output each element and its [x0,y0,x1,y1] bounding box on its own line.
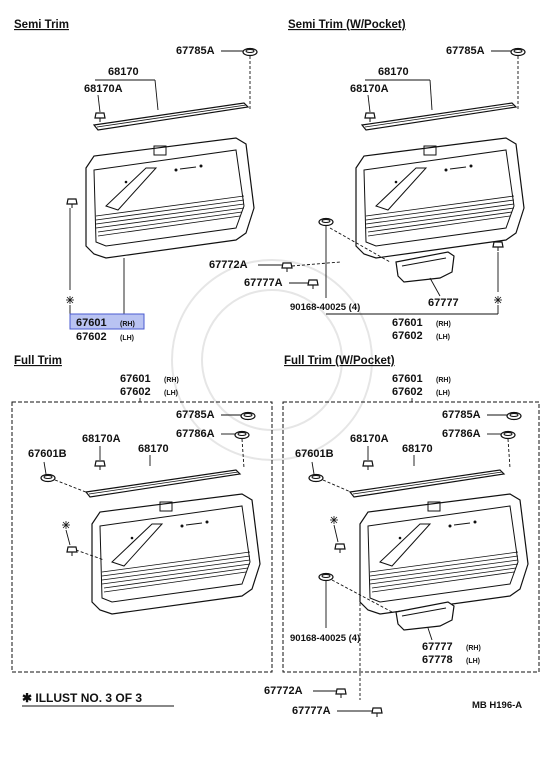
clip-67785A-full [240,411,256,421]
fastener-67772A-full [335,688,347,699]
door-panel-semi [85,137,255,259]
diagram-code: MB H196-A [472,700,522,711]
clip-semi-lower [66,198,78,209]
label-rh-semi: (RH) [120,321,135,328]
label-67777-semi: 67777 [428,297,459,309]
label-rh-fullp: (RH) [436,377,451,384]
full-trim-box [11,401,273,673]
clip-67601B-fullp [308,473,324,483]
label-68170-p: 68170 [378,66,409,78]
label-67772A: 67772A [209,259,248,271]
label-67785A-full: 67785A [176,409,215,421]
moulding-68170 [93,102,249,131]
section-title-semi-trim-pocket: Semi Trim (W/Pocket) [288,19,406,31]
clip-67786A-full [234,430,250,440]
section-title-full-trim-pocket: Full Trim (W/Pocket) [284,355,395,367]
door-panel-semi-pocket [355,137,525,259]
label-67601-fullp: 67601 [392,373,423,385]
clip-67785A-fullp [506,411,522,421]
label-rh-67777: (RH) [466,645,481,652]
door-panel-full-pocket [359,493,529,615]
label-67778-full: 67778 [422,654,453,666]
label-67601B-full: 67601B [28,448,67,460]
label-lh-fullp: (LH) [436,390,450,397]
label-68170A-full: 68170A [82,433,121,445]
label-68170-fullp: 68170 [402,443,433,455]
label-90168-semi: 90168-40025 (4) [290,302,360,313]
asterisk-full [61,520,71,530]
clip-full-lower [66,546,78,557]
label-67601B-fullp: 67601B [295,448,334,460]
grommet-90168-fullp [318,572,334,582]
fastener-68170A-full [94,460,106,471]
moulding-68170-fullp [349,469,505,498]
pocket-67777 [395,251,455,283]
fastener-67777A [307,279,319,290]
label-rh-full: (RH) [164,377,179,384]
highlight-67601 [69,313,145,330]
grommet-90168 [318,217,334,227]
label-67601-semi-p: 67601 [392,317,423,329]
label-67785A-p: 67785A [446,45,485,57]
full-trim-pocket-box [282,401,540,673]
label-68170A: 68170A [84,83,123,95]
label-rh-semi-p: (RH) [436,321,451,328]
label-lh-semi-p: (LH) [436,334,450,341]
section-title-full-trim: Full Trim [14,355,62,367]
clip-fullp-lower [334,543,346,554]
label-68170A-p: 68170A [350,83,389,95]
clip-67785A-p [510,47,526,57]
label-67785A: 67785A [176,45,215,57]
asterisk-semi-pocket [493,295,503,305]
clip-67601B-full [40,473,56,483]
label-67785A-fullp: 67785A [442,409,481,421]
label-67602-semi-p: 67602 [392,330,423,342]
clip-67786A-fullp [500,430,516,440]
label-67777-full: 67777 [422,641,453,653]
label-67602-semi: 67602 [76,331,107,343]
label-67601-semi: 67601 [76,317,107,329]
label-67777A: 67777A [244,277,283,289]
fastener-67777A-full [371,707,383,718]
clip-67785A [242,47,258,57]
fastener-68170A-p [364,112,376,123]
moulding-68170-p [361,102,517,131]
illustration-note: ✱ ILLUST NO. 3 OF 3 [22,691,142,705]
section-title-semi-trim: Semi Trim [14,19,69,31]
label-67602-full: 67602 [120,386,151,398]
clip-semi-pocket-lower [492,241,504,252]
label-67601-full: 67601 [120,373,151,385]
label-lh-67778: (LH) [466,658,480,665]
moulding-68170-full [85,469,241,498]
label-68170-full: 68170 [138,443,169,455]
label-67786A-fullp: 67786A [442,428,481,440]
label-90168-full: 90168-40025 (4) [290,633,360,644]
fastener-68170A [94,112,106,123]
label-lh-full: (LH) [164,390,178,397]
fastener-67772A [281,262,293,273]
label-lh-semi: (LH) [120,335,134,342]
asterisk-semi [65,295,75,305]
label-67772A-full: 67772A [264,685,303,697]
label-68170: 68170 [108,66,139,78]
label-67602-fullp: 67602 [392,386,423,398]
label-67786A-full: 67786A [176,428,215,440]
door-panel-full [91,493,261,615]
fastener-68170A-fullp [362,460,374,471]
label-67777A-full: 67777A [292,705,331,717]
label-68170A-fullp: 68170A [350,433,389,445]
asterisk-fullp [329,515,339,525]
